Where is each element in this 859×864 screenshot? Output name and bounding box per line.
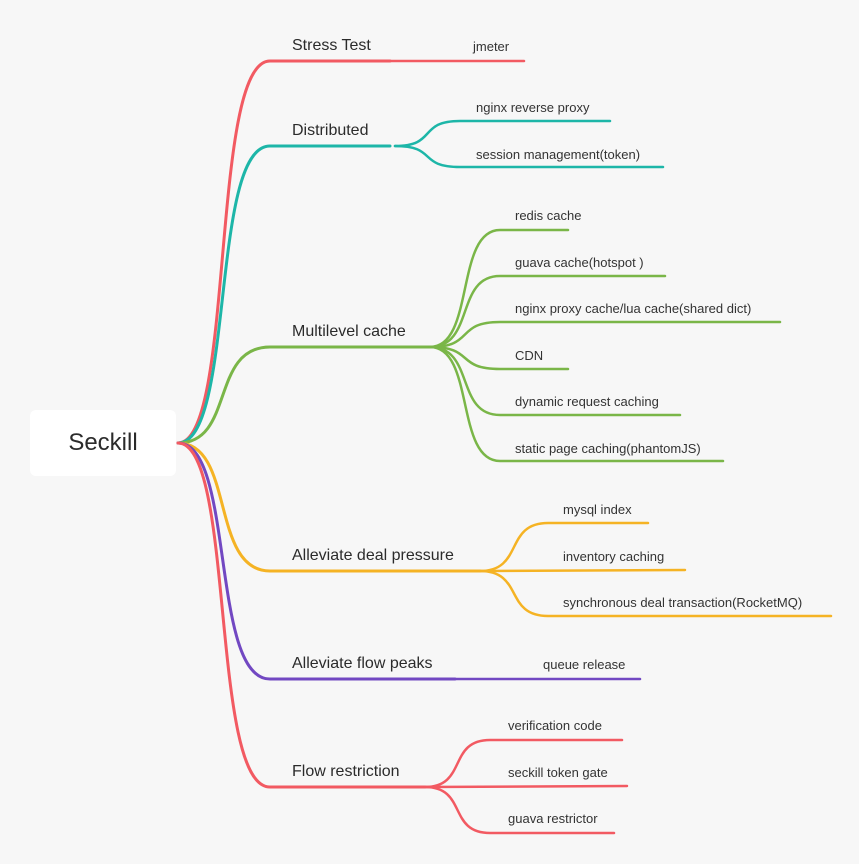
root-label: Seckill [68, 429, 138, 456]
leaf-inventory-caching[interactable]: inventory caching [563, 549, 665, 564]
leaf-nginx-proxy-cache[interactable]: nginx proxy cache/lua cache(shared dict) [515, 301, 752, 316]
leaf-jmeter[interactable]: jmeter [473, 39, 510, 54]
branch-stress-test[interactable]: Stress Test [292, 37, 371, 54]
connector-multilevel-cache-leaf-2 [428, 320, 782, 349]
connector-multilevel-cache-leaf-0 [428, 228, 570, 349]
branch-distributed[interactable]: Distributed [292, 122, 369, 139]
connector-flow-restriction-leaf-0 [423, 738, 624, 789]
branch-alleviate-flow-peaks[interactable]: Alleviate flow peaks [292, 655, 433, 672]
branch-flow-restriction[interactable]: Flow restriction [292, 763, 400, 780]
connector-multilevel-cache-leaf-1 [428, 274, 667, 349]
branch-alleviate-deal-pressure[interactable]: Alleviate deal pressure [292, 547, 454, 564]
connector-alleviate-deal-pressure [176, 441, 482, 573]
leaf-session-management[interactable]: session management(token) [476, 147, 641, 162]
connector-flow-restriction-leaf-1 [423, 784, 629, 789]
connector-multilevel-cache-leaf-3 [428, 345, 570, 371]
connector-flow-restriction-leaf-2 [423, 785, 616, 835]
leaf-seckill-token-gate[interactable]: seckill token gate [508, 765, 608, 780]
connector-distributed-leaf-1 [393, 144, 665, 169]
leaf-redis-cache[interactable]: redis cache [515, 208, 582, 223]
leaf-mysql-index[interactable]: mysql index [563, 502, 632, 517]
leaf-guava-restrictor[interactable]: guava restrictor [508, 811, 598, 826]
connector-multilevel-cache-leaf-5 [428, 345, 725, 463]
leaf-verification-code[interactable]: verification code [508, 718, 602, 733]
connector-alleviate-deal-pressure-leaf-0 [478, 521, 650, 573]
connector-alleviate-flow-peaks [176, 441, 457, 681]
leaf-synchronous-deal-transaction[interactable]: synchronous deal transaction(RocketMQ) [563, 595, 803, 610]
connector-stress-test [176, 59, 392, 445]
connector-multilevel-cache [176, 345, 432, 445]
leaf-static-page-caching[interactable]: static page caching(phantomJS) [515, 441, 701, 456]
connector-distributed [176, 144, 392, 445]
leaf-cdn[interactable]: CDN [515, 348, 544, 363]
connector-alleviate-deal-pressure-leaf-1 [478, 568, 687, 573]
connector-alleviate-deal-pressure-leaf-2 [478, 569, 833, 618]
connector-multilevel-cache-leaf-4 [428, 345, 682, 417]
connector-flow-restriction [176, 441, 427, 789]
leaf-dynamic-request-caching[interactable]: dynamic request caching [515, 394, 659, 409]
leaf-guava-cache[interactable]: guava cache(hotspot ) [515, 255, 644, 270]
connector-distributed-leaf-0 [393, 119, 612, 148]
root-node[interactable]: Seckill [30, 410, 176, 476]
branch-multilevel-cache[interactable]: Multilevel cache [292, 323, 406, 340]
leaf-queue-release[interactable]: queue release [543, 657, 626, 672]
leaf-nginx-reverse-proxy[interactable]: nginx reverse proxy [476, 100, 590, 115]
